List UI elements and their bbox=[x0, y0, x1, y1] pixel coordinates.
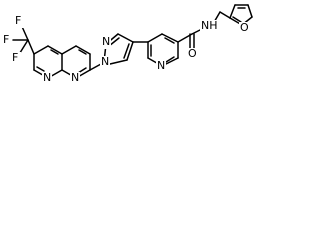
atom-mask bbox=[200, 20, 216, 33]
naph-left-double-1 bbox=[50, 49, 59, 55]
pyrazole-bond-5 bbox=[109, 59, 128, 65]
naph-left-double-2 bbox=[36, 66, 45, 72]
structure-diagram: F F F N N N N N NH O O bbox=[2, 4, 253, 85]
atom-mask bbox=[239, 22, 249, 35]
furan-oxygen-label: O bbox=[240, 21, 249, 34]
cf3-to-ring-bond bbox=[27, 39, 35, 55]
pyrazole-double-2 bbox=[123, 43, 130, 59]
ch2-to-furan-bond bbox=[219, 11, 231, 19]
naphthyridine-n2-label: N bbox=[71, 71, 79, 84]
atom-labels: F F F N N N N N NH O O bbox=[2, 14, 249, 85]
naph-left-bond-1 bbox=[33, 45, 49, 55]
atom-mask bbox=[70, 72, 80, 85]
atom-mask bbox=[42, 72, 52, 85]
pyrazole-n2-label: N bbox=[102, 35, 110, 48]
atom-mask bbox=[100, 56, 110, 69]
atom-mask bbox=[101, 36, 111, 49]
naph-right-bond-1 bbox=[61, 45, 77, 55]
atom-mask bbox=[14, 15, 24, 28]
atom-mask bbox=[156, 60, 166, 73]
atom-mask bbox=[11, 52, 21, 65]
pyrazole-bond-3 bbox=[117, 33, 134, 43]
furan-bond-1 bbox=[229, 4, 236, 19]
pyridine-double-1 bbox=[164, 37, 175, 44]
fluorine-bottom-label: F bbox=[12, 51, 18, 64]
pyridine-n-label: N bbox=[157, 59, 165, 72]
carbonyl-oxygen-label: O bbox=[188, 47, 197, 60]
pyrazole-n1-label: N bbox=[101, 55, 109, 68]
naph-right-bond-2 bbox=[75, 45, 91, 55]
atom-mask bbox=[2, 34, 12, 47]
naph-to-pyrazole-bond bbox=[89, 63, 102, 71]
pyridine-double-2 bbox=[165, 56, 175, 63]
naphthyridine-n1-label: N bbox=[43, 71, 51, 84]
naph-right-double-1 bbox=[78, 49, 87, 55]
fluorine-top-label: F bbox=[15, 14, 21, 27]
pyridine-bond-1 bbox=[147, 33, 163, 43]
atom-mask bbox=[187, 48, 197, 61]
amide-nh-label: NH bbox=[201, 19, 218, 32]
bond-network bbox=[12, 4, 253, 79]
fluorine-left-label: F bbox=[3, 33, 9, 46]
naph-left-bond-2 bbox=[47, 45, 63, 55]
furan-bond-3 bbox=[247, 4, 253, 18]
pyrazole-bond-4 bbox=[126, 41, 134, 61]
pyridine-bond-2 bbox=[161, 33, 179, 43]
furan-double-2 bbox=[232, 16, 242, 23]
